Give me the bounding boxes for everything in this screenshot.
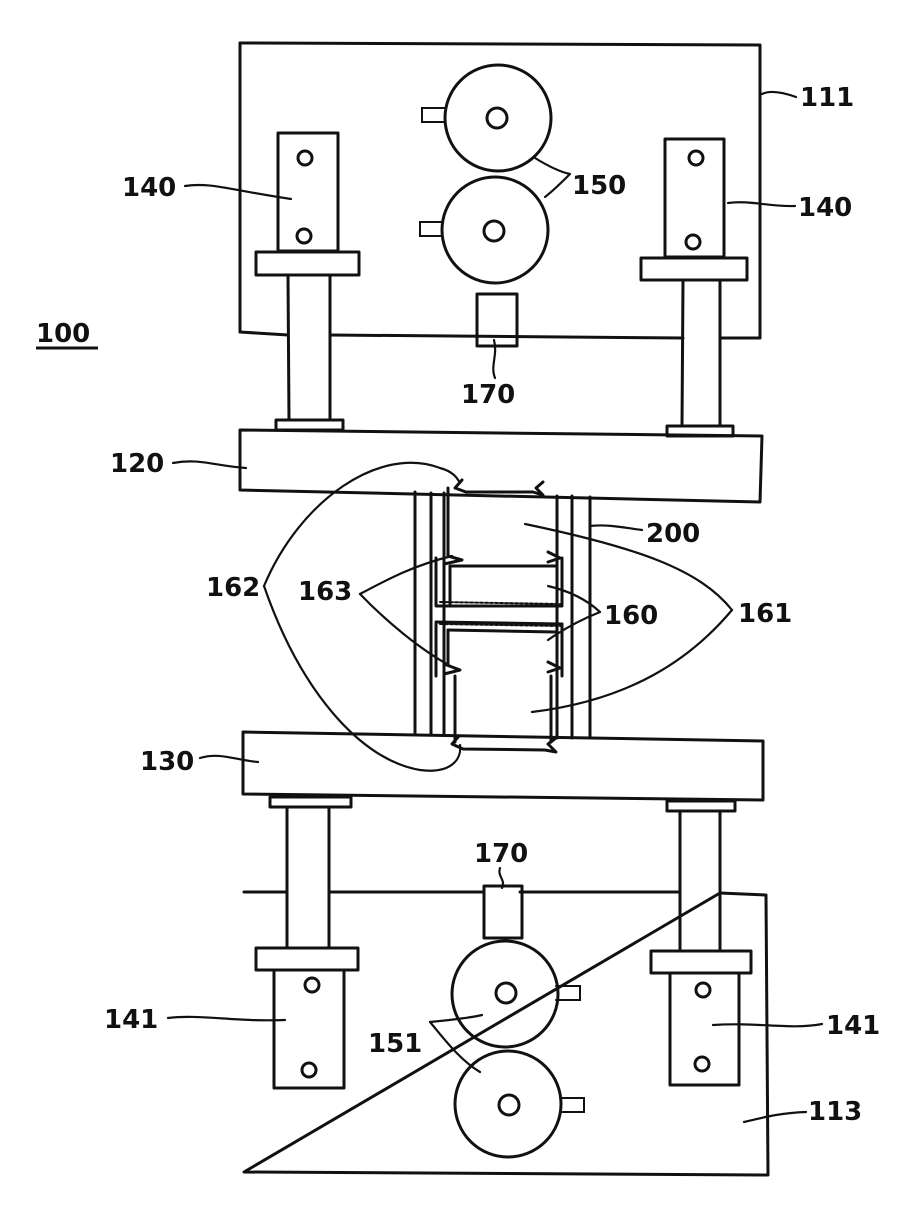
label-120: 120	[110, 449, 164, 479]
label-130: 130	[140, 747, 194, 777]
label-113: 113	[808, 1097, 862, 1127]
upper-actuator-left	[254, 131, 361, 432]
label-170-lower: 170	[474, 839, 528, 869]
upper-die-holder	[434, 478, 564, 608]
label-161: 161	[738, 599, 792, 629]
lower-frame	[242, 890, 770, 1177]
label-163: 163	[298, 577, 352, 607]
leader-lines	[166, 90, 824, 1124]
label-140-right: 140	[798, 193, 852, 223]
label-160: 160	[604, 601, 658, 631]
label-140-left: 140	[122, 173, 176, 203]
upper-roller-top	[421, 63, 553, 173]
lower-sensor	[482, 884, 524, 940]
label-111: 111	[800, 83, 854, 113]
label-151: 151	[368, 1029, 422, 1059]
reference-labels: 100 111 140 140 150 170 120 200 162 163 …	[36, 83, 880, 1127]
lower-actuator-right	[649, 799, 753, 1087]
upper-frame	[238, 41, 762, 340]
upper-actuator-right	[639, 137, 749, 438]
left-guide-posts	[413, 490, 446, 736]
upper-plate	[238, 428, 764, 504]
right-guide-posts	[555, 494, 592, 740]
label-141-left: 141	[104, 1005, 158, 1035]
label-100: 100	[36, 319, 90, 349]
upper-roller-bottom	[419, 175, 550, 285]
lower-roller-bottom	[453, 1049, 585, 1159]
lower-roller-top	[450, 939, 581, 1049]
label-141-right: 141	[826, 1011, 880, 1041]
lower-actuator-left	[254, 795, 360, 1090]
lower-plate	[241, 730, 765, 802]
lower-die-holder	[434, 620, 564, 754]
upper-sensor	[475, 292, 519, 348]
label-162: 162	[206, 573, 260, 603]
label-150: 150	[572, 171, 626, 201]
label-200: 200	[646, 519, 700, 549]
label-170-upper: 170	[461, 380, 515, 410]
